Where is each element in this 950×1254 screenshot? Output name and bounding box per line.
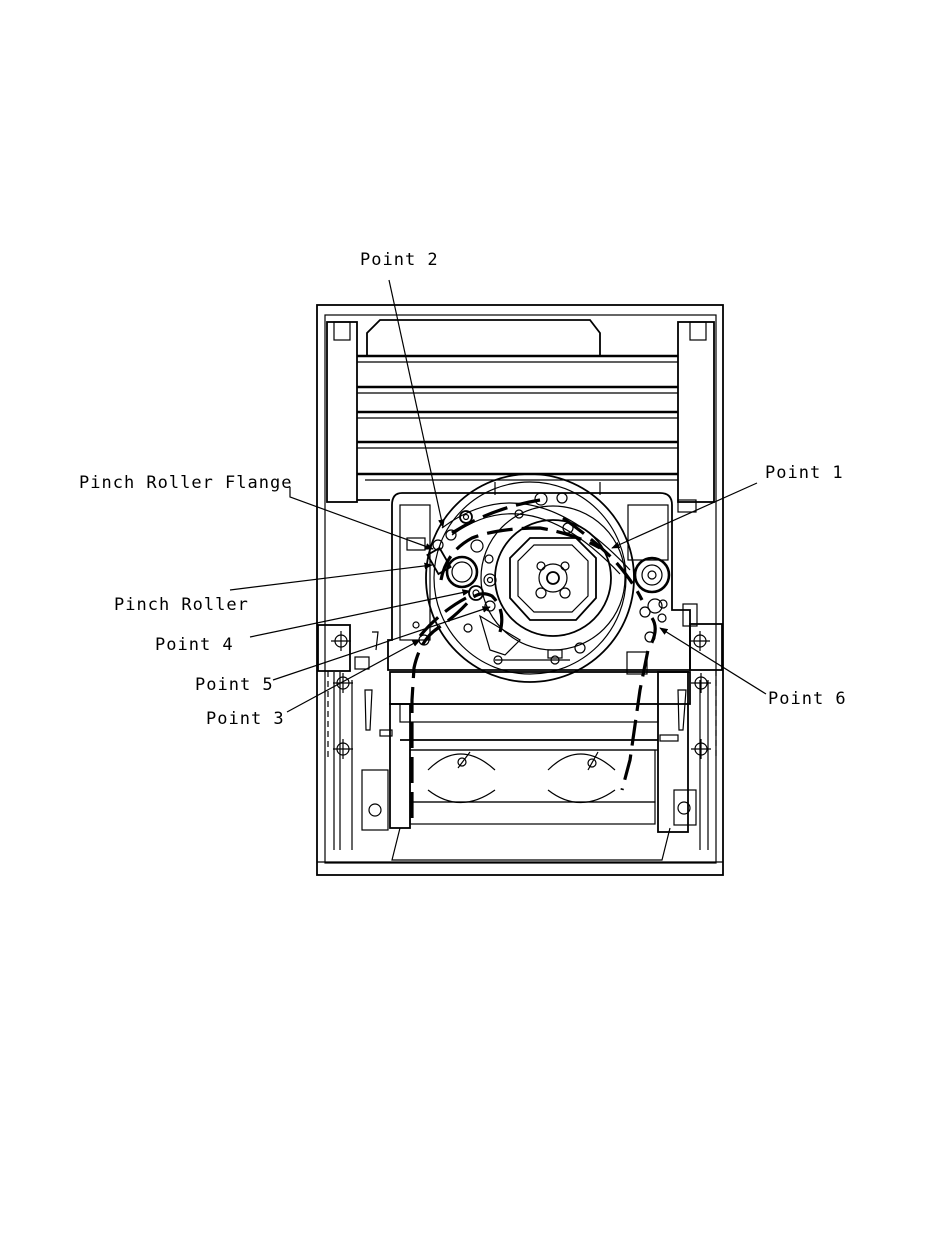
label-pinch-roller-flange: Pinch Roller Flange [79,473,292,493]
label-point-1: Point 1 [765,463,844,483]
label-point-4: Point 4 [155,635,234,655]
label-point-3: Point 3 [206,709,285,729]
pinch-roller-leader [230,565,432,590]
cassette-housing [327,320,714,512]
point-2-leader [389,280,443,527]
label-point-2: Point 2 [360,250,439,270]
lower-mechanism [355,652,690,860]
point-3-leader [287,640,420,712]
label-point-5: Point 5 [195,675,274,695]
pinch-roller-flange-leader [290,487,433,549]
point-6-leader [660,628,766,694]
point-5-leader [273,607,490,680]
label-point-6: Point 6 [768,689,847,709]
leader-lines [230,280,766,712]
guide-arc [442,493,630,574]
label-pinch-roller: Pinch Roller [114,595,249,615]
side-brackets [318,624,722,850]
